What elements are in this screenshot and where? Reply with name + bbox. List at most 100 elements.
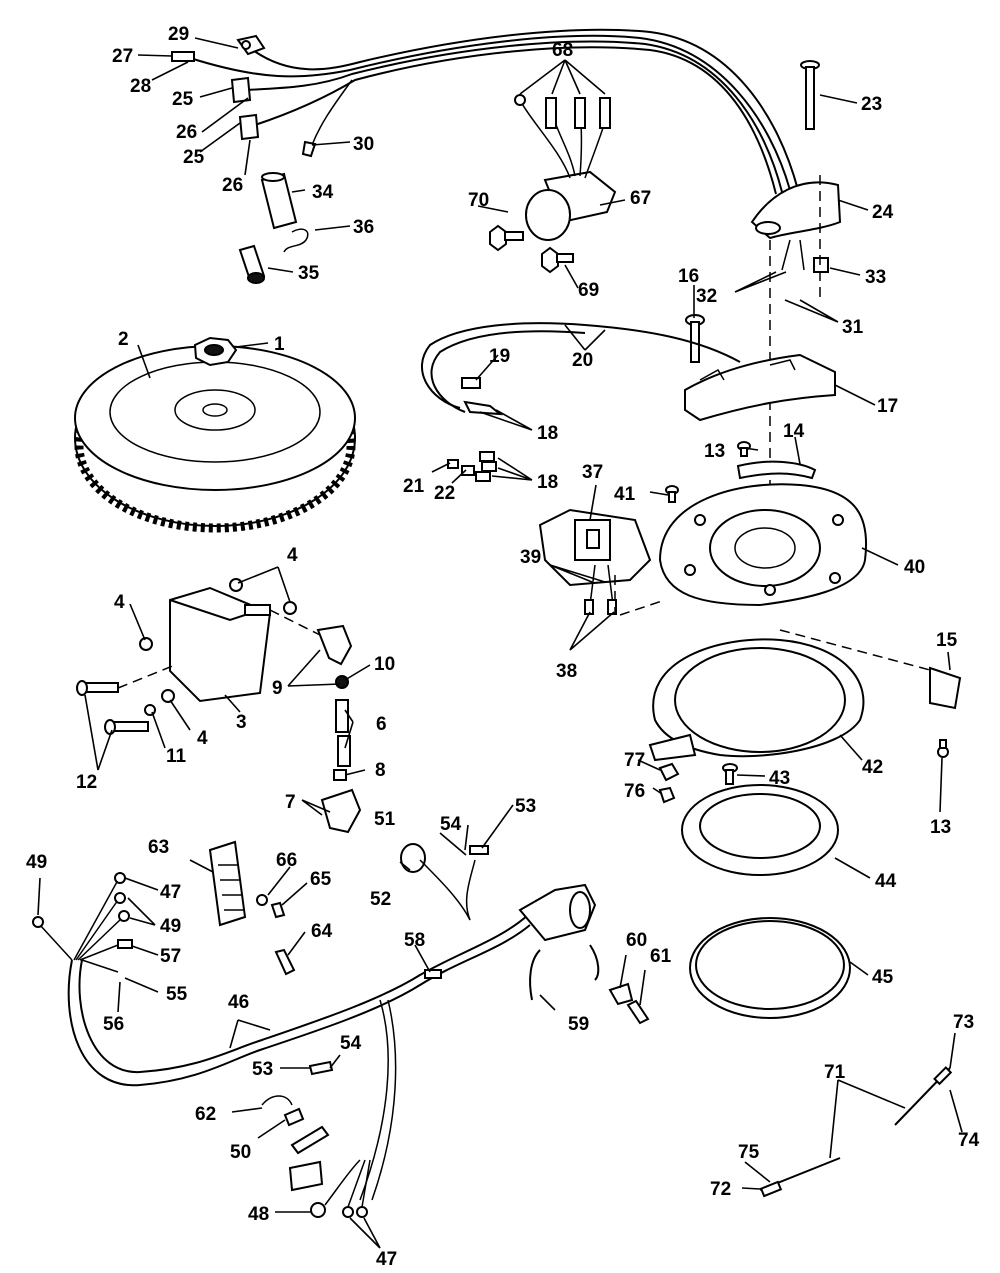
callout-56: 56 [103,1014,124,1035]
callout-24: 24 [872,202,894,223]
terminal-30 [301,140,317,158]
ring-45 [689,917,851,1019]
callout-53-b: 53 [252,1059,273,1080]
screw-68 [541,246,574,274]
callout-70: 66 [276,850,297,871]
callout-1: 1 [274,334,285,355]
callout-47-a: 47 [160,882,181,903]
callout-48: 48 [248,1204,269,1225]
boot-7 [320,788,362,834]
terminal-58 [424,969,442,979]
callout-4-c: 4 [197,728,208,749]
cover-24 [750,181,842,240]
callout-49-a: 49 [26,852,47,873]
callout-19: 19 [489,346,510,367]
stator-plate-40 [658,483,868,607]
callout-44: 44 [875,871,897,892]
callout-35: 35 [298,263,320,284]
clip-10 [335,675,349,689]
terminal-57 [117,939,133,949]
trigger-17 [684,353,836,422]
ring-terminals-47-lower [342,1159,371,1218]
callout-74: 74 [958,1130,980,1151]
clip-62 [261,1095,293,1106]
callout-57: 57 [160,946,181,967]
terminal-22 [461,465,475,476]
wire-terminal-28 [171,51,195,62]
callout-4-a: 4 [287,545,298,566]
screw-65 [270,901,286,919]
bushing-77 [658,762,680,782]
callout-23: 23 [861,94,882,115]
callout-11: 11 [166,746,187,767]
ground-15 [929,666,962,710]
callout-25-a: 25 [172,89,194,110]
terminal-49-left [32,916,44,928]
callout-73: 73 [953,1012,974,1033]
callout-8: 8 [375,760,386,781]
callout-64: 64 [311,921,333,942]
screw-13-lower [937,739,949,758]
plug-35 [238,244,266,284]
callout-55: 55 [166,984,188,1005]
screw-69 [489,224,524,252]
callout-68: 69 [578,280,599,301]
screw-64 [274,948,296,976]
upper-wire-harness [171,28,799,195]
terminals-18-lower [475,451,497,482]
callout-72: 72 [710,1179,731,1200]
callout-46: 46 [228,992,249,1013]
callout-34: 34 [312,182,334,203]
callout-40: 40 [904,557,925,578]
callout-21: 21 [403,476,425,497]
callout-58: 58 [404,930,425,951]
callout-37: 37 [582,462,603,483]
callout-9: 9 [272,678,283,699]
callout-26-a: 26 [176,122,197,143]
callout-31: 31 [842,317,864,338]
lockwasher-11 [144,704,156,716]
terminal-49-a [114,892,126,904]
callout-3: 3 [236,712,247,733]
terminal-50 [283,1107,305,1127]
callout-4-b: 4 [114,592,125,613]
callout-38: 38 [556,661,577,682]
callout-22: 22 [434,483,455,504]
callout-14: 14 [783,421,805,442]
tube-6-lower [337,735,351,767]
clip-36 [283,228,309,253]
callout-60: 60 [626,930,647,951]
callout-13-upper: 13 [704,441,725,462]
callout-36: 36 [353,217,374,238]
wires-31-32 [781,239,805,271]
callout-76: 76 [624,781,645,802]
terminal-block-63 [208,840,247,927]
callout-62: 62 [195,1104,216,1125]
ring-terminal-48 [310,1159,361,1218]
nut-1 [193,336,238,367]
callout-67: 68 [552,40,573,61]
callout-30: 30 [353,134,374,155]
boot-25-lower [238,113,260,141]
callout-25-b: 25 [183,147,205,168]
screw-43 [722,763,738,785]
callout-65: 65 [310,869,332,890]
callout-labels: 1 2 3 4 4 4 6 7 8 9 10 11 12 13 13 14 15… [26,24,980,1270]
power-pack-3 [169,586,272,703]
callout-54-a: 54 [440,814,462,835]
callout-10: 10 [374,654,395,675]
callout-49-b: 49 [160,916,181,937]
callout-59: 59 [568,1014,589,1035]
lead-71 [759,1066,953,1198]
callout-53-a: 53 [515,796,536,817]
terminal-lower-connector [290,1125,330,1155]
screw-23 [800,60,820,130]
retainer-44 [681,784,839,876]
callout-18-a: 18 [537,423,558,444]
screw-41 [665,485,679,503]
callout-41: 41 [614,484,636,505]
strap-14 [736,460,817,480]
callout-13-lower: 13 [930,817,951,838]
callout-61: 61 [650,946,672,967]
